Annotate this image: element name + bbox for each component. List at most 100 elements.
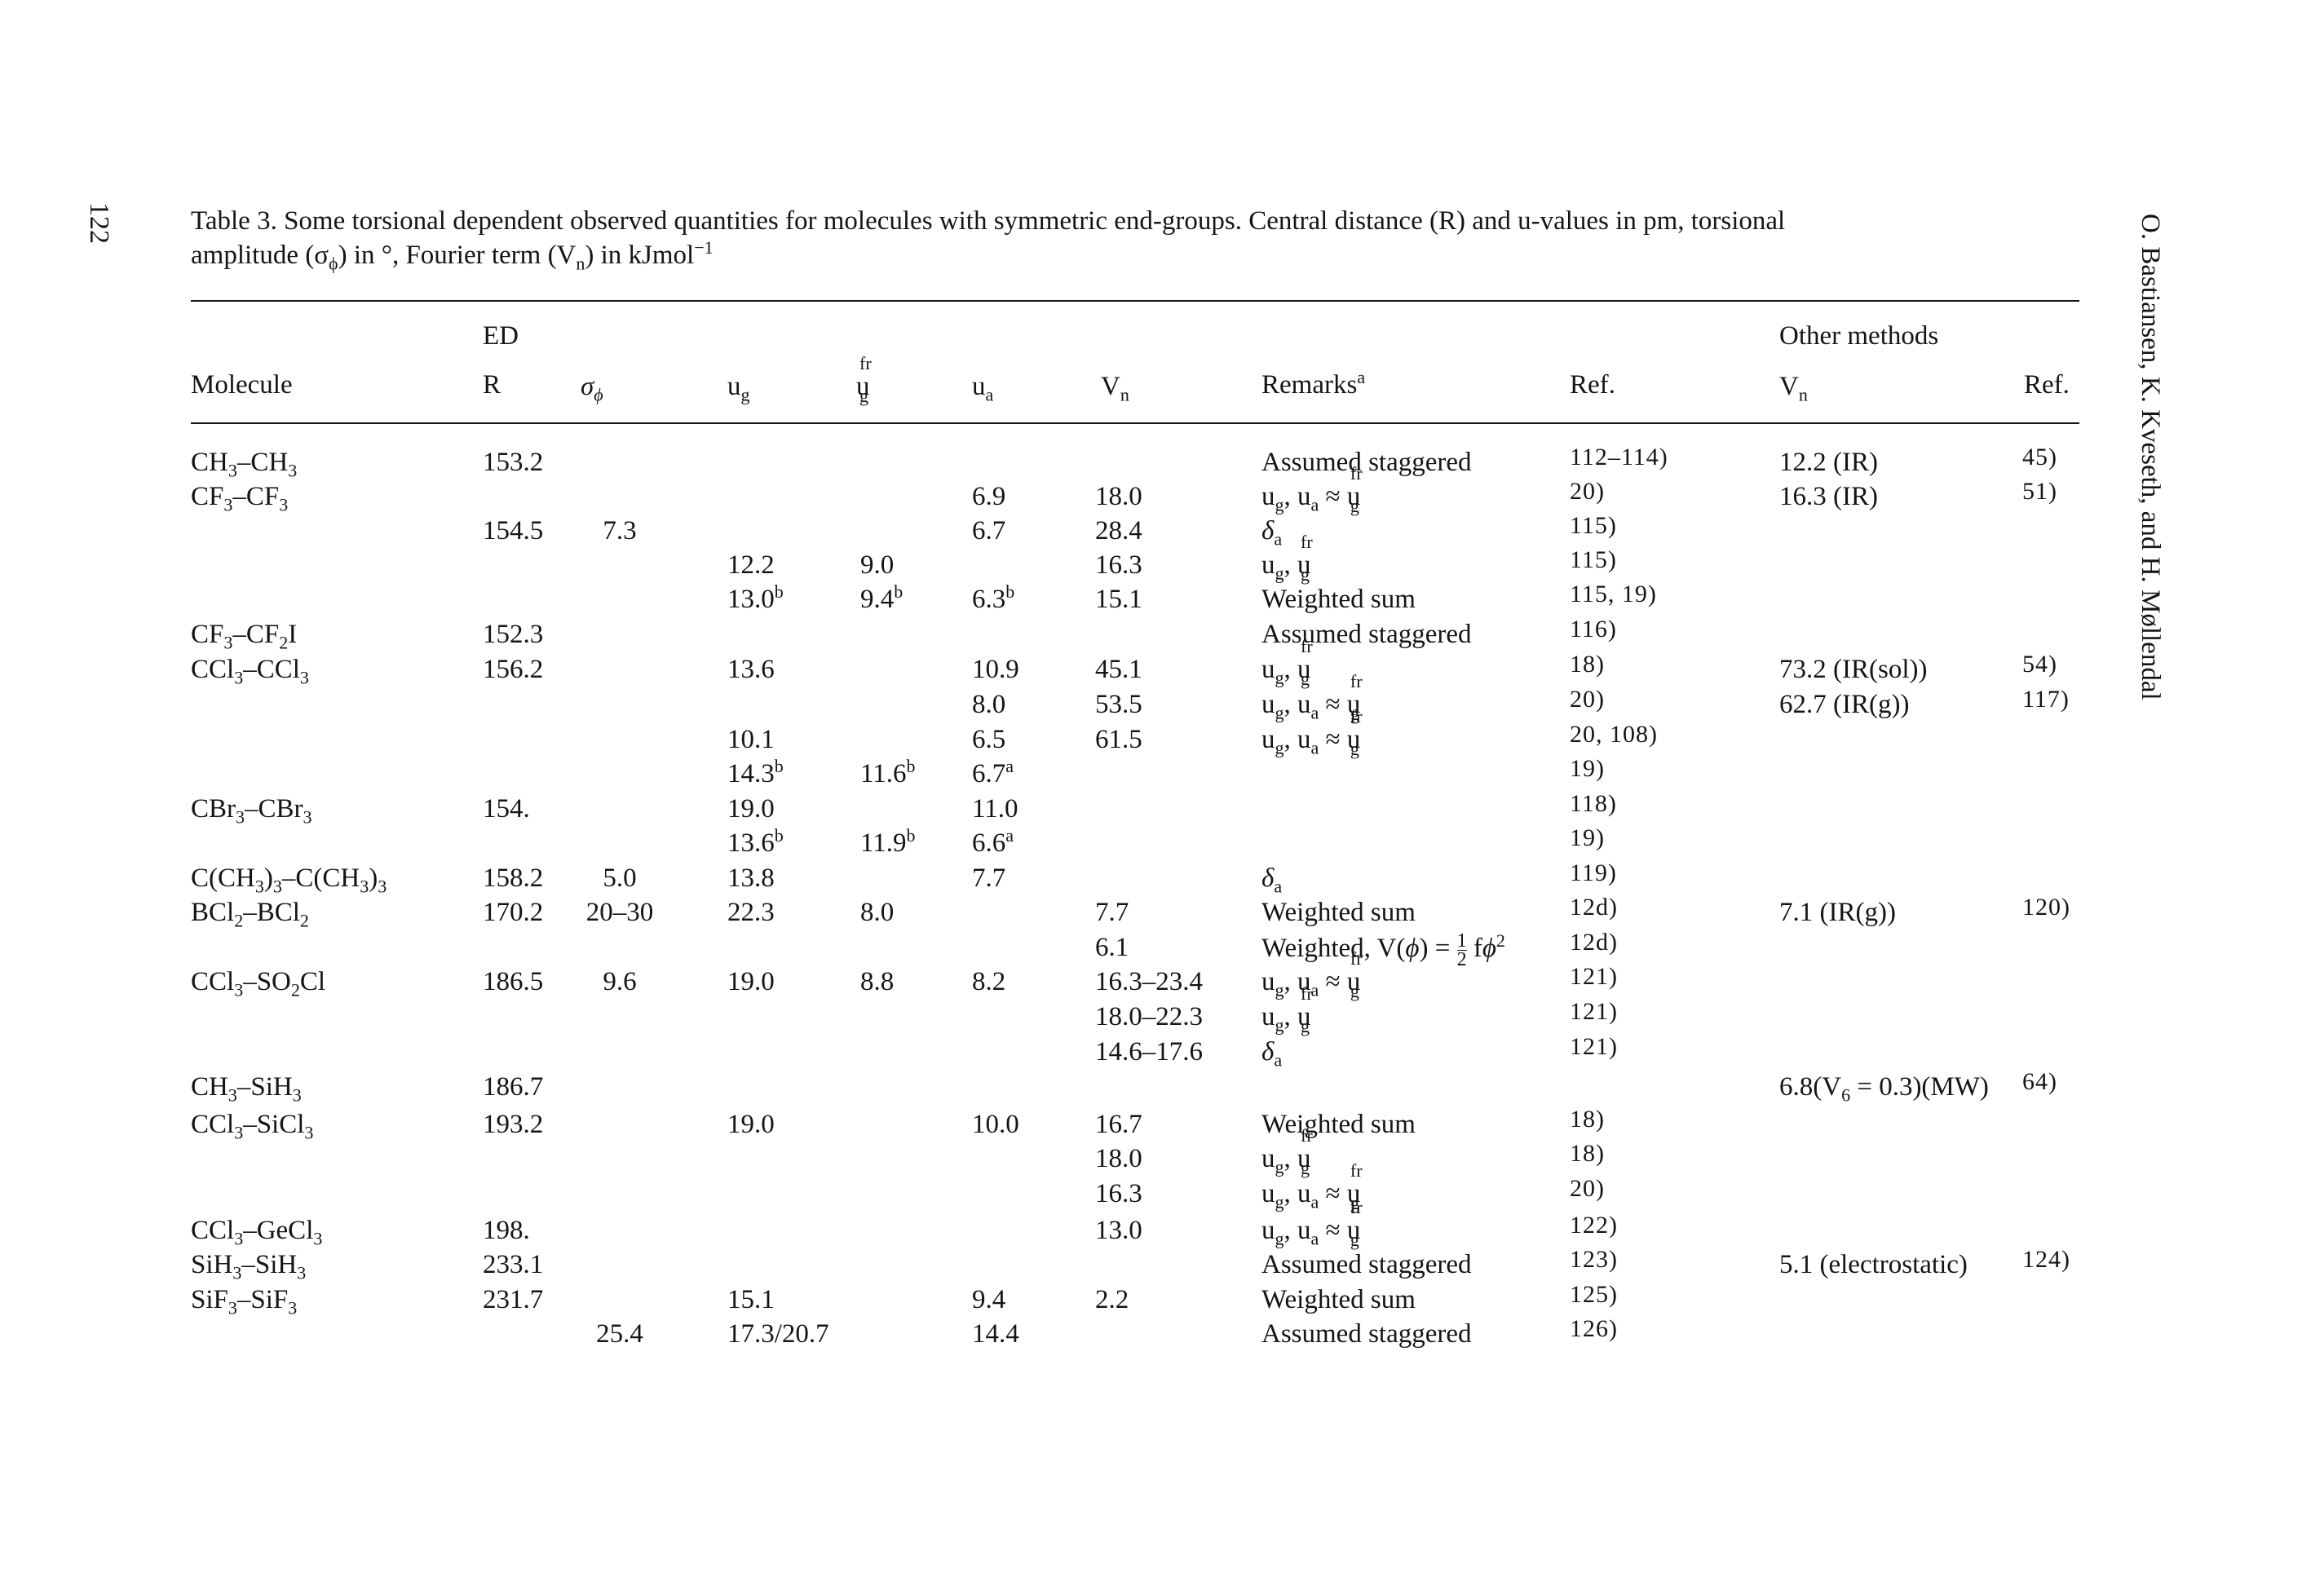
cell-R: 158.2 bbox=[483, 863, 544, 893]
caption-line-1: Table 3. Some torsional dependent observ… bbox=[191, 206, 1786, 236]
header-other-ref: Ref. bbox=[2024, 370, 2070, 400]
cell-other-vn: 12.2 (IR) bbox=[1779, 448, 1878, 477]
cell-ua: 6.9 bbox=[972, 482, 1006, 511]
cell-ref: 121) bbox=[1570, 963, 1618, 990]
cell-ref: 122) bbox=[1570, 1212, 1618, 1239]
header-molecule: Molecule bbox=[191, 370, 293, 400]
header-other-vn: Vn bbox=[1779, 372, 1808, 405]
cell-molecule: CH3–CH3 bbox=[191, 448, 298, 481]
cell-ug: 19.0 bbox=[727, 794, 775, 824]
cell-ua: 6.6a bbox=[972, 825, 1014, 859]
caption-exp: −1 bbox=[694, 237, 714, 258]
cell-ug: 14.3b bbox=[727, 756, 784, 789]
cell-molecule: CCl3–GeCl3 bbox=[191, 1216, 323, 1249]
cell-sigma: 25.4 bbox=[596, 1319, 643, 1349]
cell-R: 233.1 bbox=[483, 1250, 544, 1279]
cell-vn: 18.0–22.3 bbox=[1095, 1002, 1203, 1031]
cell-ref: 123) bbox=[1570, 1246, 1618, 1273]
cell-ref: 121) bbox=[1570, 1033, 1618, 1060]
header-remarks: Remarksa bbox=[1261, 367, 1366, 400]
cell-ref: 119) bbox=[1570, 859, 1617, 886]
cell-ua: 11.0 bbox=[972, 794, 1018, 824]
running-head-authors: O. Bastiansen, K. Kveseth, and H. Møllen… bbox=[2136, 214, 2165, 700]
cell-ug: 19.0 bbox=[727, 967, 775, 996]
cell-other-vn: 62.7 (IR(g)) bbox=[1779, 690, 1910, 719]
cell-remarks: Weighted sum bbox=[1261, 1285, 1416, 1314]
cell-sigma: 7.3 bbox=[603, 516, 637, 545]
cell-other-vn: 73.2 (IR(sol)) bbox=[1779, 655, 1928, 684]
header-ed: ED bbox=[483, 321, 519, 351]
cell-R: 198. bbox=[483, 1216, 530, 1245]
cell-sigma: 9.6 bbox=[603, 967, 637, 996]
cell-ug: 13.0b bbox=[727, 581, 784, 615]
cell-ua: 14.4 bbox=[972, 1319, 1019, 1349]
cell-ugfr: 11.6b bbox=[860, 756, 916, 789]
header-vn: Vn bbox=[1101, 372, 1129, 405]
cell-ref: 18) bbox=[1570, 651, 1605, 678]
cell-ref: 115, 19) bbox=[1570, 581, 1657, 607]
cell-ug: 13.8 bbox=[727, 863, 775, 893]
cell-vn: 13.0 bbox=[1095, 1216, 1142, 1245]
cell-remarks: Weighted sum bbox=[1261, 585, 1416, 614]
cell-other-ref: 54) bbox=[2022, 651, 2057, 678]
page-number: 122 bbox=[84, 202, 114, 244]
cell-vn: 7.7 bbox=[1095, 898, 1129, 927]
cell-R: 154. bbox=[483, 794, 530, 824]
cell-other-ref: 117) bbox=[2022, 686, 2070, 713]
cell-remarks: Weighted sum bbox=[1261, 1110, 1416, 1139]
cell-vn: 16.3 bbox=[1095, 550, 1142, 580]
cell-vn: 2.2 bbox=[1095, 1285, 1129, 1314]
cell-sigma: 5.0 bbox=[603, 863, 637, 893]
header-ref: Ref. bbox=[1570, 370, 1615, 400]
cell-molecule: CCl3–SO2Cl bbox=[191, 967, 326, 1000]
cell-ref: 20) bbox=[1570, 478, 1605, 505]
cell-remarks: Weighted sum bbox=[1261, 898, 1416, 927]
cell-ref: 18) bbox=[1570, 1106, 1605, 1133]
cell-ref: 126) bbox=[1570, 1315, 1618, 1342]
cell-vn: 16.3–23.4 bbox=[1095, 967, 1203, 996]
cell-remarks: δa bbox=[1261, 516, 1283, 550]
cell-ref: 116) bbox=[1570, 616, 1617, 643]
cell-R: 186.7 bbox=[483, 1072, 544, 1102]
cell-ref: 112–114) bbox=[1570, 444, 1668, 470]
cell-R: 156.2 bbox=[483, 655, 544, 684]
cell-R: 153.2 bbox=[483, 448, 544, 477]
cell-molecule: CBr3–CBr3 bbox=[191, 794, 312, 828]
caption-line-2: amplitude (σϕ) in °, Fourier term (Vn) i… bbox=[191, 237, 2066, 274]
cell-molecule: CF3–CF3 bbox=[191, 482, 289, 515]
cell-ua: 6.7 bbox=[972, 516, 1006, 545]
cell-ugfr: 8.8 bbox=[860, 967, 895, 996]
cell-vn: 14.6–17.6 bbox=[1095, 1037, 1203, 1067]
header-ug: ug bbox=[727, 372, 750, 405]
cell-R: 154.5 bbox=[483, 516, 544, 545]
cell-molecule: SiH3–SiH3 bbox=[191, 1250, 307, 1283]
cell-vn: 15.1 bbox=[1095, 585, 1142, 614]
cell-other-ref: 120) bbox=[2022, 894, 2070, 921]
cell-ref: 12d) bbox=[1570, 894, 1618, 921]
cell-ua: 10.0 bbox=[972, 1110, 1019, 1139]
caption-phi-sub: ϕ bbox=[329, 253, 338, 274]
cell-ua: 10.9 bbox=[972, 655, 1019, 684]
cell-ref: 12d) bbox=[1570, 929, 1618, 956]
cell-vn: 18.0 bbox=[1095, 1144, 1142, 1173]
cell-ugfr: 9.0 bbox=[860, 550, 895, 580]
cell-ua: 6.7a bbox=[972, 756, 1014, 789]
cell-R: 231.7 bbox=[483, 1285, 544, 1314]
cell-other-ref: 51) bbox=[2022, 478, 2057, 505]
cell-ua: 8.0 bbox=[972, 690, 1006, 719]
cell-vn: 28.4 bbox=[1095, 516, 1142, 545]
cell-ugfr: 8.0 bbox=[860, 898, 895, 927]
header-sigma: σϕ bbox=[581, 372, 603, 405]
cell-molecule: C(CH3)3–C(CH3)3 bbox=[191, 863, 387, 897]
cell-molecule: SiF3–SiF3 bbox=[191, 1285, 298, 1318]
cell-ug: 13.6b bbox=[727, 825, 784, 859]
cell-ua: 6.5 bbox=[972, 725, 1006, 754]
cell-vn: 45.1 bbox=[1095, 655, 1142, 684]
